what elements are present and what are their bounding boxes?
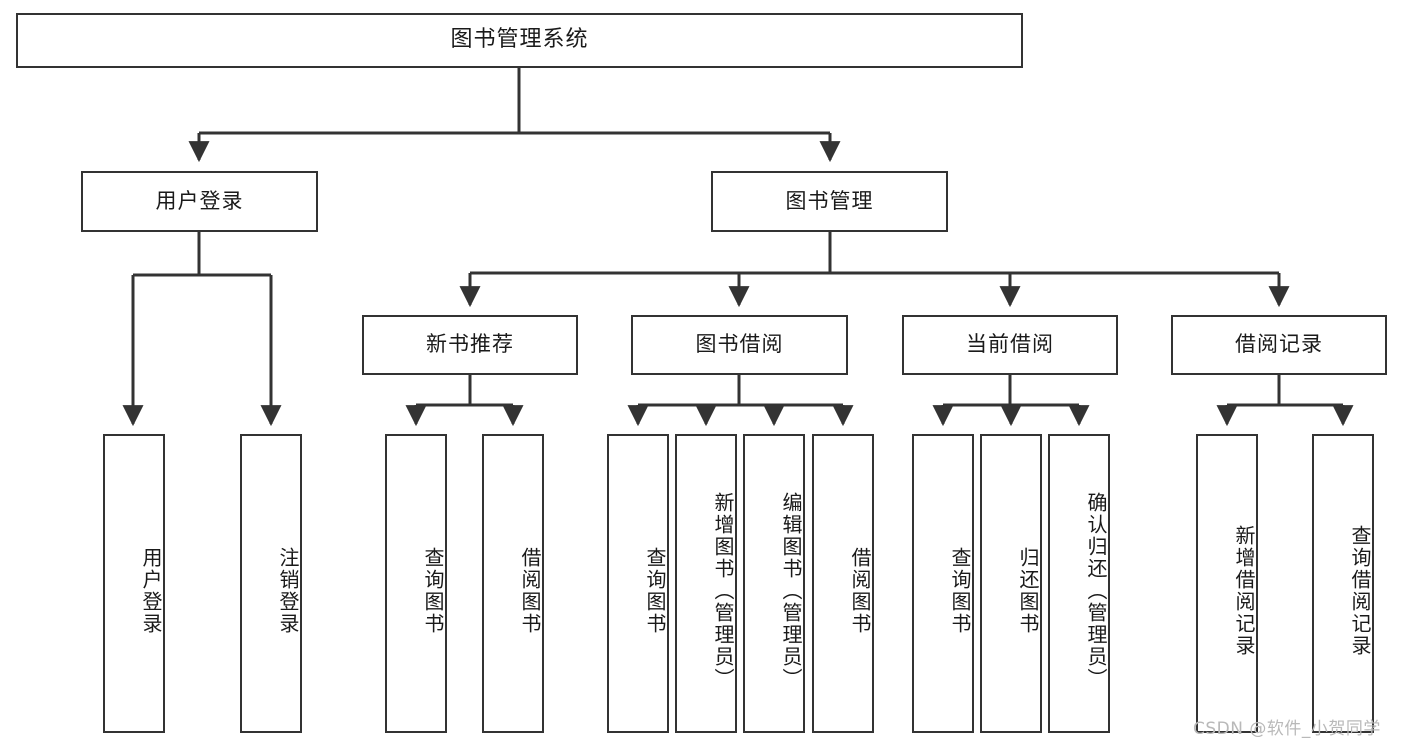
node-leaf-query-book-3-label: 查询图书 — [948, 546, 972, 635]
node-borrow-record[interactable]: 借阅记录 — [1171, 315, 1387, 375]
node-leaf-borrow-book-2-label: 借阅图书 — [848, 546, 872, 635]
node-book-management-label: 图书管理 — [785, 188, 874, 213]
node-leaf-query-book-1-label: 查询图书 — [421, 546, 445, 635]
node-leaf-borrow-book-1-label: 借阅图书 — [518, 546, 542, 635]
node-book-borrow-label: 图书借阅 — [695, 332, 784, 357]
node-leaf-add-borrow-record[interactable]: 新增借阅记录 — [1196, 434, 1258, 733]
node-leaf-return-book-label: 归还图书 — [1016, 546, 1040, 635]
node-leaf-query-borrow-record-label: 查询借阅记录 — [1348, 524, 1372, 657]
node-leaf-query-book-2[interactable]: 查询图书 — [607, 434, 669, 733]
node-leaf-query-book-1[interactable]: 查询图书 — [385, 434, 447, 733]
node-leaf-query-book-3[interactable]: 查询图书 — [912, 434, 974, 733]
node-leaf-query-book-2-label: 查询图书 — [643, 546, 667, 635]
node-borrow-record-label: 借阅记录 — [1235, 332, 1323, 357]
node-book-borrow[interactable]: 图书借阅 — [631, 315, 848, 375]
node-leaf-confirm-return-admin[interactable]: 确认归还（管理员） — [1048, 434, 1110, 733]
node-book-management[interactable]: 图书管理 — [711, 171, 948, 232]
node-new-book-recommend[interactable]: 新书推荐 — [362, 315, 578, 375]
node-leaf-borrow-book-1[interactable]: 借阅图书 — [482, 434, 544, 733]
node-leaf-return-book[interactable]: 归还图书 — [980, 434, 1042, 733]
node-current-borrow[interactable]: 当前借阅 — [902, 315, 1118, 375]
node-leaf-edit-book-admin-label: 编辑图书（管理员） — [779, 491, 803, 690]
node-root-label: 图书管理系统 — [450, 27, 589, 53]
node-leaf-add-borrow-record-label: 新增借阅记录 — [1232, 524, 1256, 657]
node-current-borrow-label: 当前借阅 — [966, 332, 1054, 357]
node-leaf-add-book-admin-label: 新增图书（管理员） — [711, 491, 735, 690]
node-leaf-query-borrow-record[interactable]: 查询借阅记录 — [1312, 434, 1374, 733]
node-leaf-user-login-label: 用户登录 — [139, 546, 163, 635]
node-leaf-borrow-book-2[interactable]: 借阅图书 — [812, 434, 874, 733]
node-user-login-label: 用户登录 — [155, 188, 244, 213]
node-leaf-user-login[interactable]: 用户登录 — [103, 434, 165, 733]
node-leaf-user-logout[interactable]: 注销登录 — [240, 434, 302, 733]
node-leaf-add-book-admin[interactable]: 新增图书（管理员） — [675, 434, 737, 733]
node-leaf-user-logout-label: 注销登录 — [276, 546, 300, 635]
node-leaf-edit-book-admin[interactable]: 编辑图书（管理员） — [743, 434, 805, 733]
watermark: CSDN @软件_小贺同学 — [1193, 719, 1381, 739]
node-leaf-confirm-return-admin-label: 确认归还（管理员） — [1084, 491, 1108, 690]
node-root[interactable]: 图书管理系统 — [16, 13, 1023, 68]
node-user-login[interactable]: 用户登录 — [81, 171, 318, 232]
node-new-book-recommend-label: 新书推荐 — [426, 332, 514, 357]
